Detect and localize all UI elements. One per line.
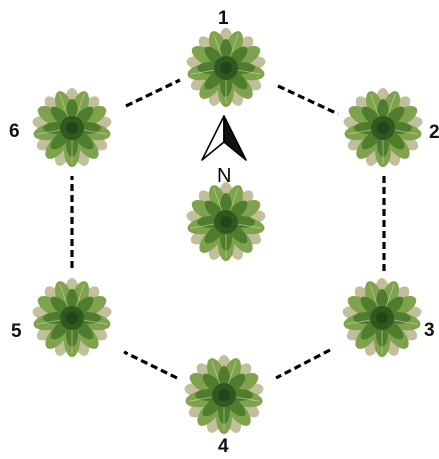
north-label: N [217,165,231,187]
tree-label-2: 2 [429,122,439,143]
edge-6-1 [125,78,181,108]
palm-tree-3 [340,277,424,359]
palm-tree-2 [341,87,425,169]
palm-tree-6 [30,87,114,169]
hexagon-outline [70,78,386,380]
tree-label-5: 5 [11,321,22,342]
edge-1-2 [277,84,339,116]
tree-label-1: 1 [218,8,229,29]
north-arrow-icon [201,115,247,161]
palm-tree-1 [184,27,268,109]
tree-label-4: 4 [218,436,229,457]
palm-tree-center [184,181,268,263]
palm-tree-5 [30,277,114,359]
edge-3-4 [275,348,331,380]
edge-4-5 [123,350,178,380]
tree-label-3: 3 [424,320,435,341]
tree-label-6: 6 [9,121,20,142]
palm-tree-4 [182,354,266,436]
